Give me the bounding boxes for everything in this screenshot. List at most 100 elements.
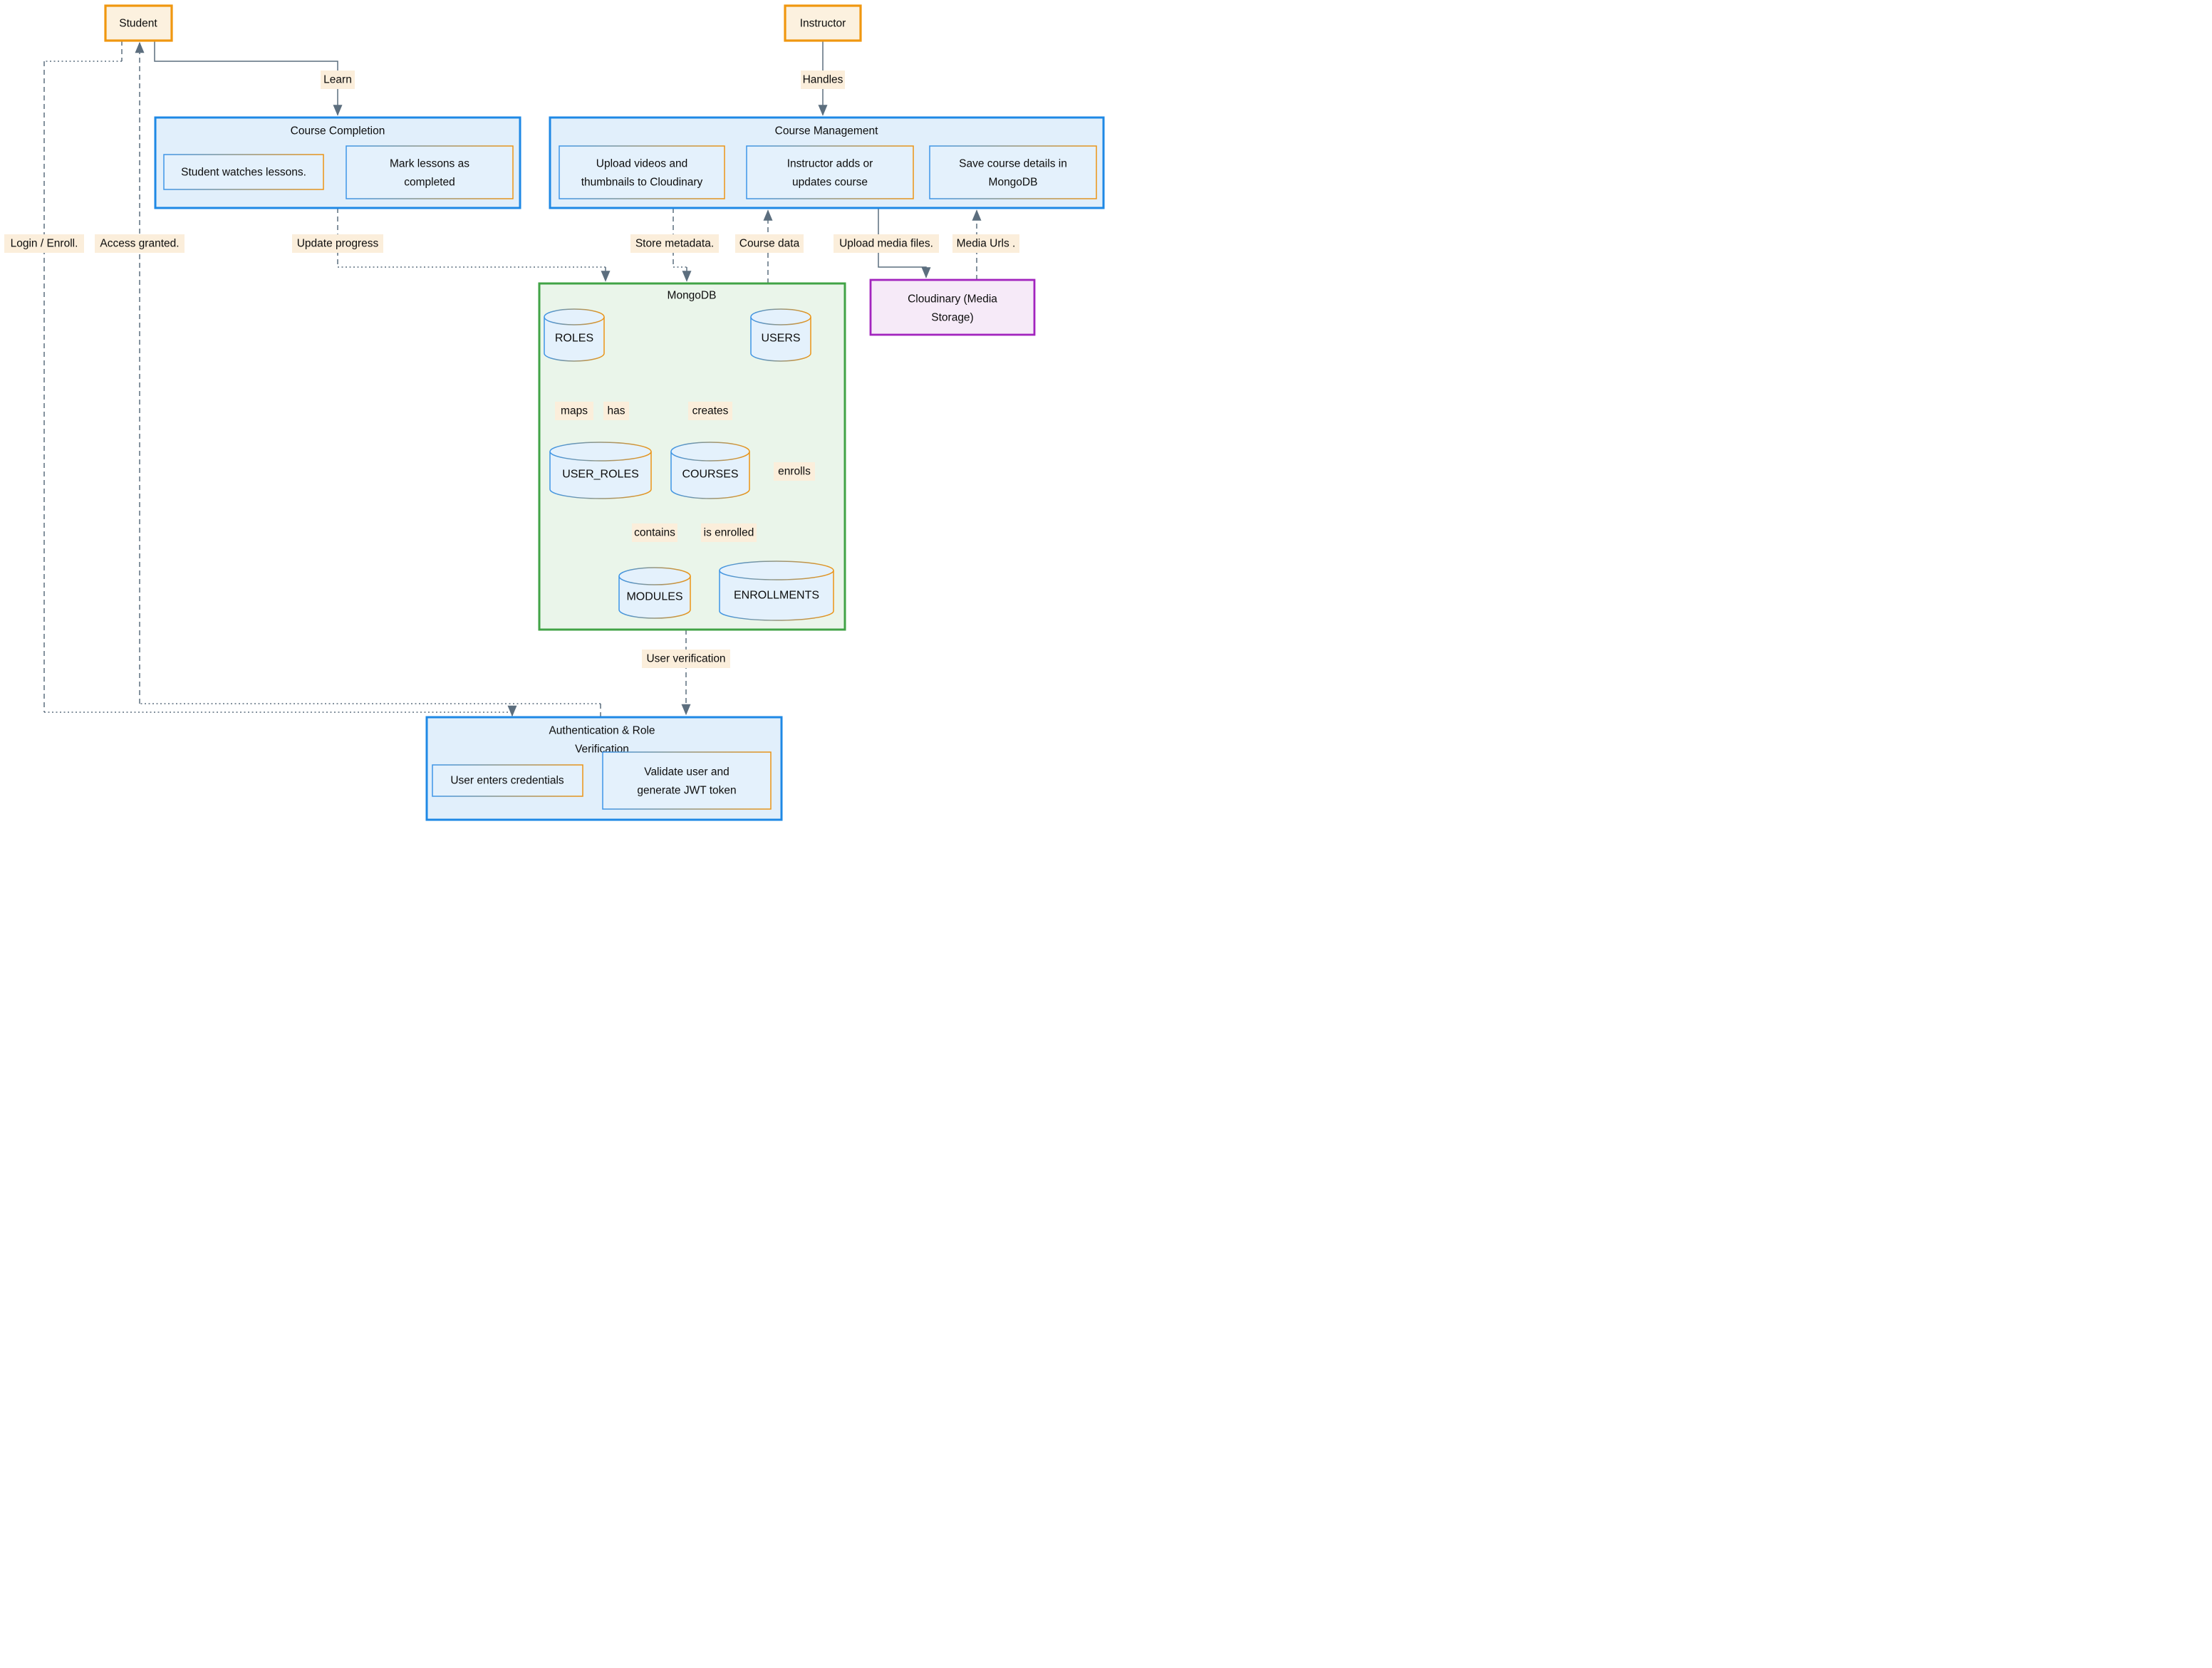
user-credentials-box <box>432 764 583 797</box>
upload-videos-label-line1: Upload videos and <box>596 158 687 170</box>
mark-lessons-label-line2: completed <box>404 177 455 189</box>
user-roles-label: USER_ROLES <box>562 469 639 481</box>
subgraph-auth: Authentication & Role Verification User … <box>425 716 783 821</box>
enrollments-label: ENROLLMENTS <box>734 590 819 602</box>
roles-label: ROLES <box>555 333 593 345</box>
store-metadata-label-bg <box>630 234 719 253</box>
validate-jwt-box <box>602 751 772 810</box>
student-box <box>104 4 173 42</box>
node-cloudinary: Cloudinary (Media Storage) <box>869 278 1036 336</box>
edge-learn-path <box>154 41 343 116</box>
handles-label-bg <box>801 71 845 89</box>
update-progress-label: Update progress <box>297 238 379 250</box>
upload-videos-box <box>559 145 725 199</box>
modules-cylinder-body <box>618 576 691 619</box>
creates-label: creates <box>692 405 729 417</box>
creates-label-bg <box>688 402 732 420</box>
node-student-watches: Student watches lessons. <box>163 154 324 190</box>
course-data-label-bg <box>735 234 804 253</box>
edge-label-update-progress: Update progress <box>292 234 383 253</box>
user-verification-label-bg <box>642 650 730 668</box>
node-validate-jwt: Validate user and generate JWT token <box>602 751 772 810</box>
db-users: USERS <box>750 308 811 362</box>
courses-label: COURSES <box>682 469 738 481</box>
learn-label: Learn <box>323 74 352 86</box>
auth-title-line1: Authentication & Role <box>549 725 655 737</box>
edge-label-upload-media: Upload media files. <box>834 234 939 253</box>
has-label: has <box>608 405 625 417</box>
edge-label-learn: Learn <box>321 71 355 89</box>
flowchart-svg: Course Completion Student watches lesson… <box>4 4 1105 821</box>
cloudinary-box <box>869 278 1036 336</box>
access-label-bg <box>95 234 185 253</box>
validate-jwt-label-line2: generate JWT token <box>637 785 736 797</box>
mark-lessons-label-line1: Mark lessons as <box>390 158 469 170</box>
roles-cylinder-top <box>544 308 605 325</box>
subgraph-mongodb: MongoDB ROLES USERS USER_ROLES COURSES M… <box>538 282 846 631</box>
contains-label: contains <box>634 527 675 539</box>
subgraph-course-completion: Course Completion Student watches lesson… <box>154 116 521 209</box>
db-enrollments: ENROLLMENTS <box>719 561 834 621</box>
upload-videos-label-line2: thumbnails to Cloudinary <box>581 177 703 189</box>
save-course-label-line2: MongoDB <box>989 177 1038 189</box>
enrollments-cylinder-top <box>719 561 834 580</box>
roles-cylinder-body <box>544 317 605 362</box>
store-metadata-label: Store metadata. <box>635 238 714 250</box>
login-label: Login / Enroll. <box>11 238 78 250</box>
edge-label-maps: maps <box>555 402 593 420</box>
user-verification-label: User verification <box>646 653 725 665</box>
instructor-adds-label-line2: updates course <box>792 177 868 189</box>
instructor-adds-label-line1: Instructor adds or <box>787 158 873 170</box>
db-modules: MODULES <box>618 567 691 619</box>
edge-label-user-verification: User verification <box>642 650 730 668</box>
upload-media-label: Upload media files. <box>839 238 933 250</box>
courses-cylinder-body <box>670 452 750 499</box>
node-save-course: Save course details in MongoDB <box>929 145 1097 199</box>
actor-instructor: Instructor <box>784 4 862 42</box>
validate-jwt-label-line1: Validate user and <box>644 766 729 778</box>
mongodb-title: MongoDB <box>668 290 717 302</box>
contains-label-bg <box>632 523 677 542</box>
edge-label-has: has <box>603 402 629 420</box>
course-management-title: Course Management <box>775 125 878 137</box>
handles-label: Handles <box>803 74 843 86</box>
maps-label: maps <box>561 405 588 417</box>
media-urls-label-bg <box>952 234 1019 253</box>
upload-media-label-bg <box>834 234 939 253</box>
edge-label-creates: creates <box>688 402 732 420</box>
edge-label-store-metadata: Store metadata. <box>630 234 719 253</box>
flowchart-canvas: Course Completion Student watches lesson… <box>0 0 1106 834</box>
actor-student: Student <box>104 4 173 42</box>
course-data-label: Course data <box>739 238 800 250</box>
has-label-bg <box>603 402 629 420</box>
enrolls-label-bg <box>774 462 815 481</box>
instructor-adds-box <box>746 145 914 199</box>
cloudinary-label-line2: Storage) <box>931 312 973 324</box>
save-course-box <box>929 145 1097 199</box>
edge-label-contains: contains <box>632 523 677 542</box>
maps-label-bg <box>555 402 593 420</box>
media-urls-label: Media Urls . <box>957 238 1016 250</box>
node-upload-videos: Upload videos and thumbnails to Cloudina… <box>559 145 725 199</box>
mark-lessons-box <box>346 145 514 199</box>
user-roles-cylinder-body <box>549 452 652 499</box>
student-watches-box <box>163 154 324 190</box>
db-courses: COURSES <box>670 442 750 499</box>
update-progress-label-bg <box>292 234 383 253</box>
is-enrolled-label-bg <box>701 523 757 542</box>
users-cylinder-body <box>750 317 811 362</box>
edge-label-login: Login / Enroll. <box>4 234 84 253</box>
edge-learn <box>154 41 343 116</box>
edge-label-access: Access granted. <box>95 234 185 253</box>
edge-label-is-enrolled: is enrolled <box>701 523 757 542</box>
edge-access-granted <box>135 41 601 717</box>
login-label-bg <box>4 234 84 253</box>
learn-label-bg <box>321 71 355 89</box>
users-cylinder-top <box>750 308 811 325</box>
users-label: USERS <box>761 333 800 345</box>
modules-label: MODULES <box>626 591 682 603</box>
access-label: Access granted. <box>100 238 179 250</box>
enrolls-label: enrolls <box>778 466 811 478</box>
node-user-credentials: User enters credentials <box>432 764 583 797</box>
db-user-roles: USER_ROLES <box>549 442 652 499</box>
